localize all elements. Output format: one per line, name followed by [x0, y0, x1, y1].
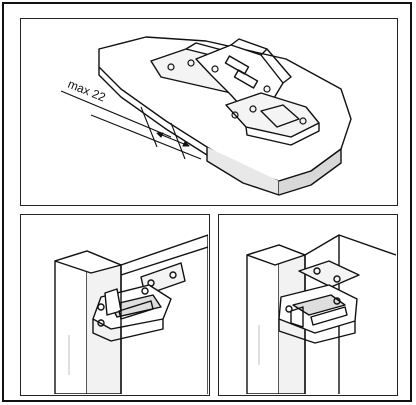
- door-panel: [304, 234, 396, 256]
- hinge-top-drawing: max 22: [60, 36, 352, 196]
- hinge-cabinet-view-left: [20, 214, 210, 396]
- dimension-label: max 22: [66, 77, 108, 105]
- hinge-bottom-left-drawing: [54, 234, 208, 394]
- hinge-base-plate: [298, 260, 360, 288]
- door-panel: [120, 234, 208, 394]
- dimension-lines: [60, 90, 202, 160]
- hinge-bottom-right-drawing: [246, 234, 396, 394]
- hinge-cabinet-view-right: [218, 214, 398, 396]
- screw-icon: [167, 59, 307, 125]
- hinge-installation-top-view: max 22: [20, 18, 398, 206]
- cabinet-side-panel: [54, 250, 88, 394]
- cabinet-side-panel: [246, 244, 280, 394]
